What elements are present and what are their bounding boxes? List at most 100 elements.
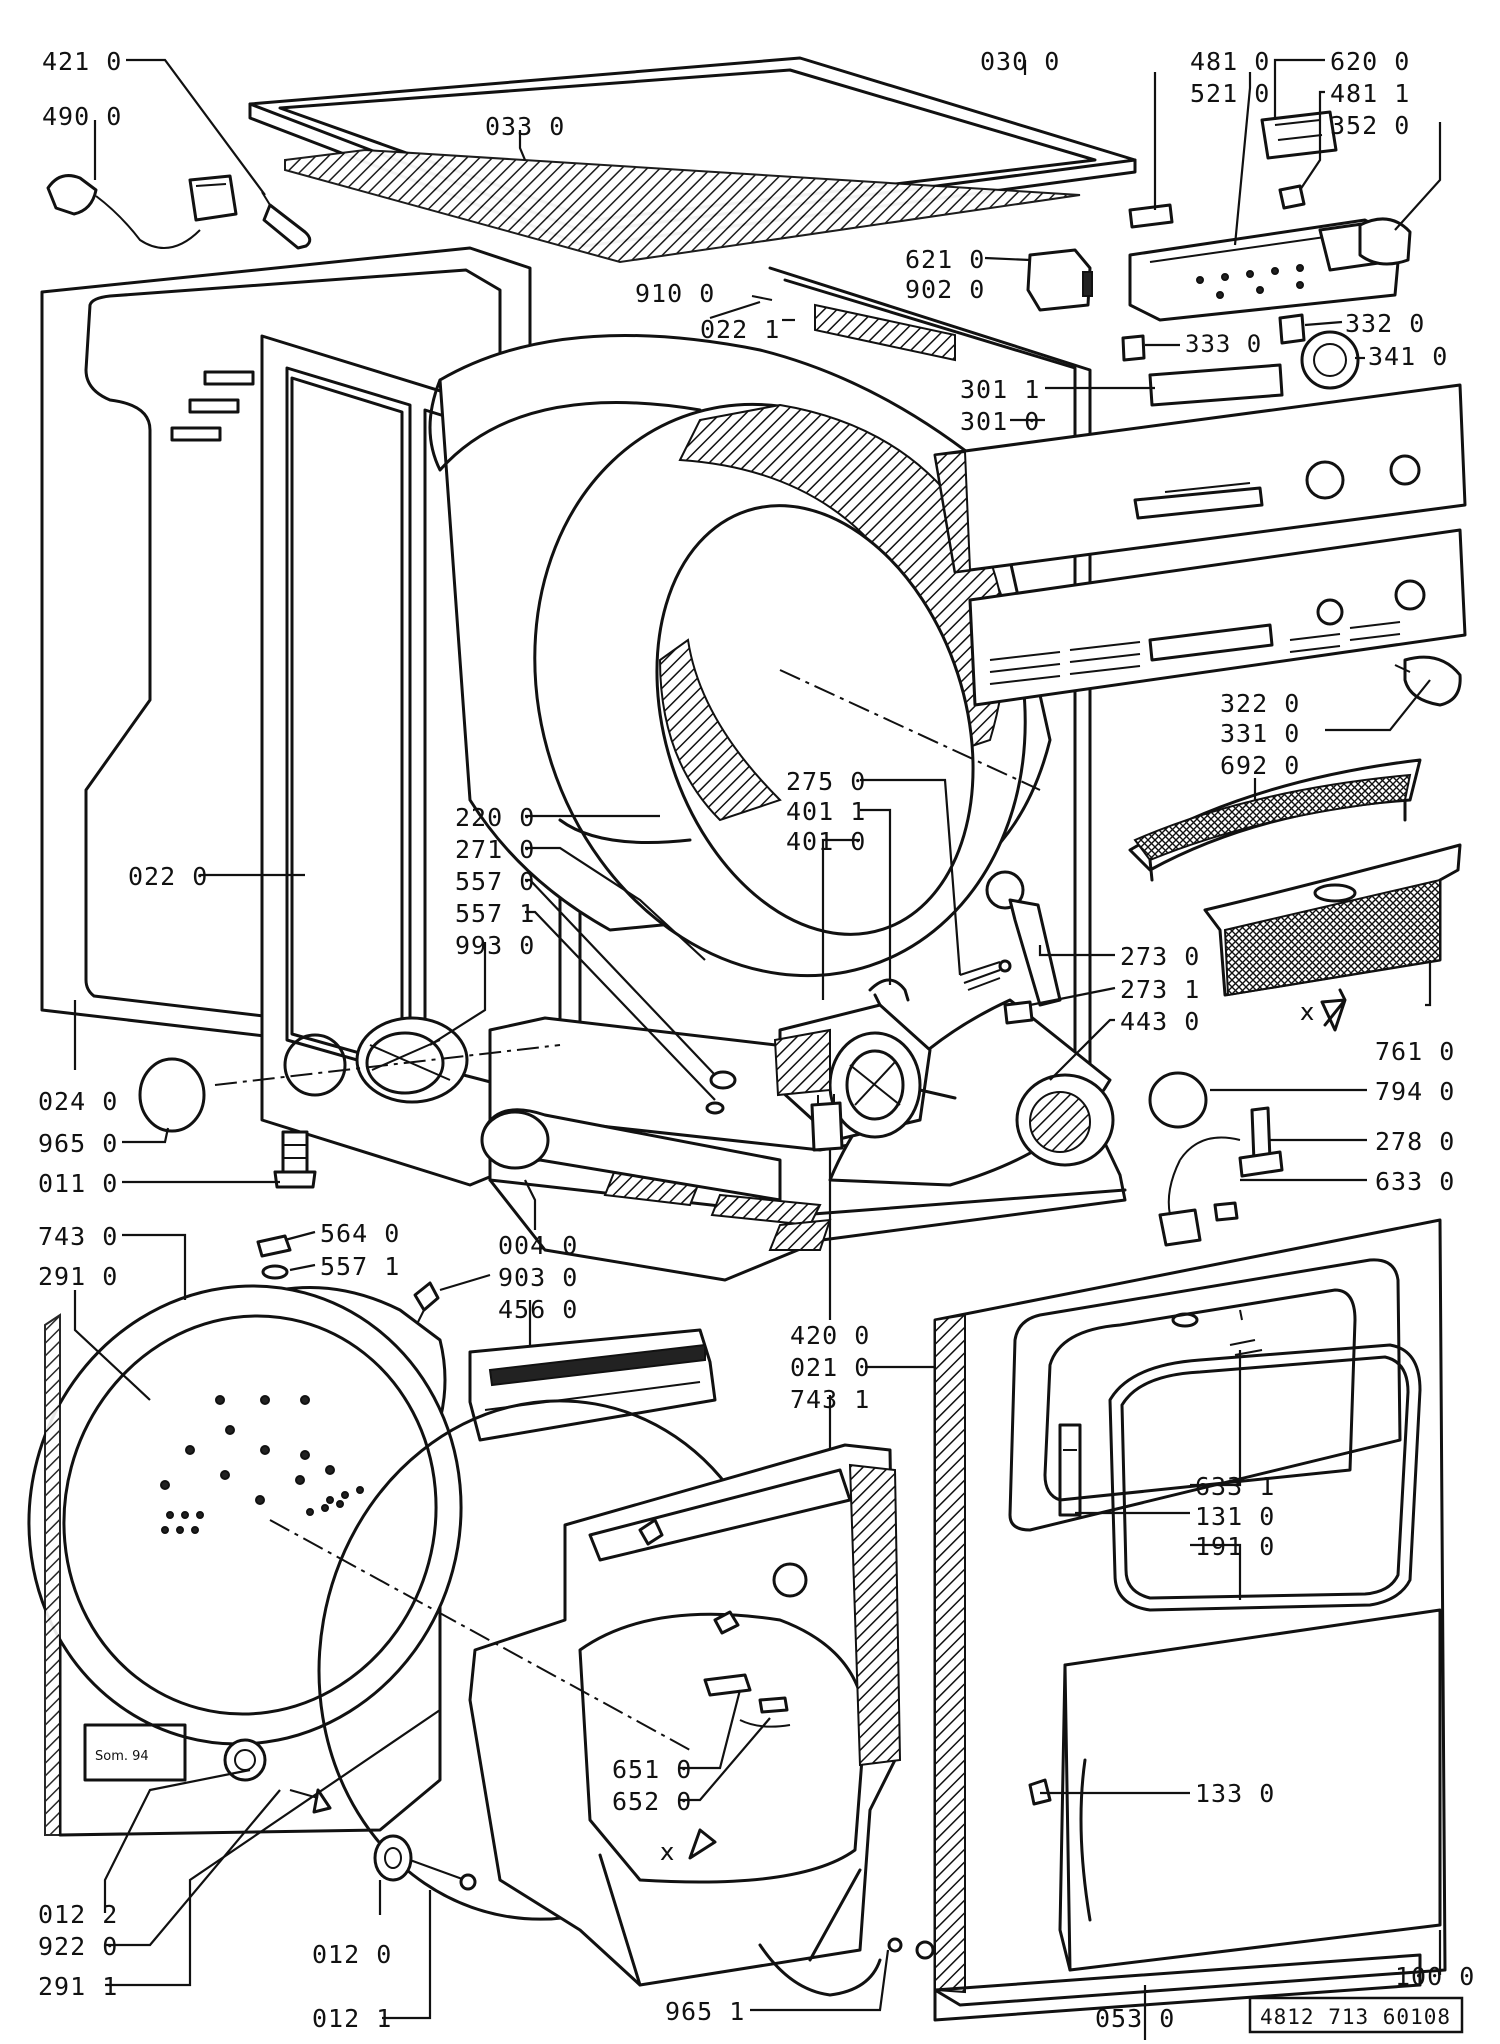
vent-holes [160,1395,364,1534]
label-965-0: 965 0 [38,1129,118,1158]
label-278-0: 278 0 [1375,1127,1455,1156]
label-220-0: 220 0 [455,803,535,832]
cover-seal [284,148,1081,264]
label-993-0: 993 0 [455,931,535,960]
reference-code-box: 4812 713 60108 [1248,1996,1464,2034]
label-965-1: 965 1 [665,1997,745,2026]
label-401-1: 401 1 [786,797,866,826]
marker-x: x [1300,998,1314,1026]
sensor-633 [1158,1159,1239,1247]
label-443-0: 443 0 [1120,1007,1200,1036]
marker-x-left-bottom: x [660,1828,717,1866]
pulley-965-1 [758,1937,903,1997]
label-273-1: 273 1 [1120,975,1200,1004]
label-133-0: 133 0 [1195,1779,1275,1808]
label-333-0: 333 0 [1185,330,1262,358]
label-271-0: 271 0 [455,835,535,864]
label-902-0: 902 0 [905,275,985,304]
plinth-053 [933,1953,1422,2022]
lint-filter-692 [1128,758,1422,882]
label-564-0: 564 0 [320,1219,400,1248]
label-012-0: 012 0 [312,1940,392,1969]
door-flap-100 [1028,1608,1442,1972]
marker-x-right-top: x [1300,988,1347,1032]
mains-plug-490 [46,174,201,249]
label-291-0: 291 0 [38,1262,118,1291]
label-743-1: 743 1 [790,1385,870,1414]
label-053-0: 053 0 [1095,2004,1175,2033]
label-743-0: 743 0 [38,1222,118,1251]
label-794-0: 794 0 [1375,1077,1455,1106]
suppressor-box [188,174,238,222]
label-030-0: 030 0 [980,47,1060,76]
thermostat-651 [703,1673,791,1728]
label-621-0: 621 0 [905,245,985,274]
label-012-1: 012 1 [312,2004,392,2033]
label-456-0: 456 0 [498,1295,578,1324]
label-421-0: 421 0 [42,47,122,76]
idler-pulley-273 [985,870,1062,1025]
label-490-0: 490 0 [42,102,122,131]
label-131-0: 131 0 [1195,1502,1275,1531]
control-panel-upper [933,383,1467,574]
label-651-0: 651 0 [612,1755,692,1784]
thermostat-352 [1358,217,1412,266]
fan-housing-993 [355,1016,469,1104]
label-301-1: 301 1 [960,375,1040,404]
foot-011 [273,1130,317,1189]
label-557-1: 557 1 [455,899,535,928]
air-duct [480,998,1115,1202]
label-291-1: 291 1 [38,1972,118,2001]
button-strip-301-1 [1148,363,1284,407]
label-652-0: 652 0 [612,1787,692,1816]
ring-794 [1148,1071,1208,1129]
label-481-0: 481 0 [1190,47,1270,76]
label-331-0: 331 0 [1220,719,1300,748]
control-panel-lower [968,528,1467,707]
lamp-903 [413,1281,440,1323]
label-191-0: 191 0 [1195,1532,1275,1561]
axis-rear [214,1044,561,1086]
label-301-0: 301 0 [960,407,1040,436]
label-633-0: 633 0 [1375,1167,1455,1196]
label-273-0: 273 0 [1120,942,1200,971]
marker-x-2: x [660,1838,674,1866]
label-761-0: 761 0 [1375,1037,1455,1066]
connector-481 [1128,203,1174,229]
motor-401 [773,1003,957,1142]
label-557-1-b: 557 1 [320,1252,400,1281]
label-620-0: 620 0 [1330,47,1410,76]
label-481-1: 481 1 [1330,79,1410,108]
label-401-0: 401 0 [786,827,866,856]
label-033-0: 033 0 [485,112,565,141]
label-322-0: 322 0 [1220,689,1300,718]
clip-333 [1121,334,1146,362]
label-021-0: 021 0 [790,1353,870,1382]
screw-564 [256,1234,292,1280]
screw-910 [751,295,773,301]
capacitor-421 [261,191,312,250]
leader-lines [73,58,1442,2040]
label-004-0: 004 0 [498,1231,578,1260]
label-012-2: 012 2 [38,1900,118,1929]
label-922-0: 922 0 [38,1932,118,1961]
pulley-965 [138,1057,206,1133]
relay-621 [1026,248,1093,312]
label-557-0: 557 0 [455,867,535,896]
label-011-0: 011 0 [38,1169,118,1198]
label-275-0: 275 0 [786,767,866,796]
axis-front [269,1519,691,1751]
label-341-0: 341 0 [1368,342,1448,371]
bulb-holder-332 [1278,313,1306,345]
front-panel-743-1 [468,1443,935,1987]
timer-knob-341 [1300,330,1360,390]
knob-331 [1394,655,1462,707]
label-521-0: 521 0 [1190,79,1270,108]
label-692-0: 692 0 [1220,751,1300,780]
door-gasket-191 [1108,1343,1422,1612]
switch-620 [1260,110,1338,210]
panel-note: Som. 94 [95,1749,149,1764]
label-352-0: 352 0 [1330,111,1410,140]
label-022-1: 022 1 [700,315,780,344]
